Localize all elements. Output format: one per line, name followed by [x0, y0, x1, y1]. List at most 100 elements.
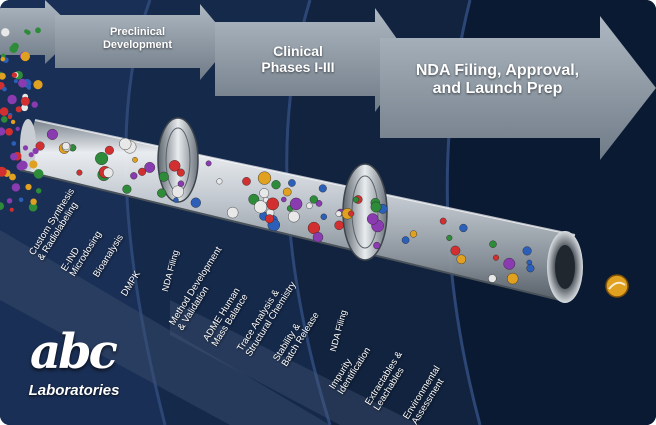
- molecule-ball: [61, 142, 71, 151]
- compound-ball: [1, 28, 10, 37]
- compound-ball: [11, 72, 18, 78]
- compound-ball: [33, 80, 43, 90]
- compound-ball: [5, 128, 13, 136]
- stage-label-nda: NDA Filing, Approval, and Launch Prep: [415, 62, 580, 98]
- molecule-ball: [257, 171, 272, 185]
- arrow-clinical: [215, 8, 412, 112]
- molecule-ball: [226, 206, 239, 219]
- molecule-ball: [306, 202, 313, 210]
- molecule-ball: [177, 180, 185, 187]
- compound-ball: [32, 147, 39, 155]
- molecule-ball: [254, 200, 268, 214]
- compound-ball: [33, 169, 44, 179]
- compound-ball: [0, 127, 6, 136]
- gold-capsule-icon: [605, 274, 629, 298]
- molecule-ball: [104, 145, 114, 155]
- compound-ball: [28, 152, 34, 158]
- compound-ball: [7, 94, 17, 105]
- stage-label-preclinical: Preclinical Development: [102, 26, 173, 51]
- molecule-ball: [446, 234, 453, 241]
- molecule-ball: [409, 230, 418, 238]
- molecule-ball: [158, 171, 169, 182]
- molecule-ball: [489, 240, 497, 248]
- compound-ball: [6, 198, 13, 204]
- molecule-ball: [288, 179, 296, 187]
- molecule-ball: [132, 156, 138, 163]
- compound-ball: [31, 101, 38, 108]
- molecule-ball: [259, 188, 270, 199]
- compound-ball: [21, 104, 28, 112]
- molecule-ball: [138, 167, 147, 176]
- molecule-ball: [320, 213, 327, 221]
- molecule-ball: [216, 178, 223, 185]
- molecule-ball: [367, 213, 379, 225]
- compound-ball: [18, 78, 27, 88]
- compound-ball: [13, 79, 18, 84]
- compound-ball: [28, 202, 38, 212]
- arrow-preclinical: [55, 4, 232, 80]
- compound-ball: [15, 106, 22, 113]
- molecule-ball: [334, 220, 344, 231]
- molecule-ball: [122, 184, 132, 194]
- compound-cloud: [0, 27, 44, 212]
- compound-ball: [9, 207, 14, 212]
- compound-ball: [35, 27, 41, 34]
- molecule-ball: [348, 210, 355, 217]
- molecule-ball: [168, 160, 181, 172]
- molecule-ball: [190, 197, 201, 208]
- compound-ball: [2, 86, 7, 92]
- logo-mark: abc: [30, 324, 118, 380]
- compound-ball: [0, 166, 7, 177]
- compound-ball: [9, 173, 16, 181]
- molecule-ball: [307, 221, 321, 235]
- molecule-ball: [503, 257, 516, 270]
- molecule-ball: [281, 196, 287, 203]
- molecule-ball: [46, 128, 58, 140]
- molecule-ball: [318, 184, 327, 193]
- molecule-ball: [248, 193, 260, 205]
- molecule-ball: [176, 168, 185, 177]
- compound-ball: [18, 160, 28, 170]
- molecule-ball: [526, 259, 533, 266]
- compound-ball: [9, 44, 18, 54]
- molecule-ball: [265, 214, 275, 224]
- compound-ball: [0, 107, 9, 116]
- molecule-ball: [456, 254, 467, 265]
- arrow-nda: [380, 16, 656, 160]
- molecule-ball: [309, 195, 318, 204]
- compound-ball: [7, 114, 13, 120]
- molecule-ball: [526, 264, 535, 273]
- molecule-ball: [289, 197, 303, 211]
- molecule-ball: [335, 210, 342, 217]
- logo-text: Laboratories: [28, 382, 120, 399]
- compound-ball: [20, 96, 30, 106]
- molecule-ball: [522, 246, 532, 256]
- molecule-ball: [103, 167, 114, 178]
- molecule-cluster: [35, 128, 535, 285]
- molecule-ball: [507, 272, 519, 285]
- compound-ball: [20, 51, 30, 62]
- compound-ball: [11, 183, 21, 192]
- stage-label-clinical: Clinical Phases I-III: [261, 43, 335, 76]
- molecule-ball: [271, 180, 281, 190]
- molecule-ball: [119, 137, 132, 151]
- molecule-ball: [401, 236, 410, 244]
- compound-ball: [1, 116, 8, 123]
- compound-ball: [25, 30, 31, 35]
- molecule-ball: [459, 223, 468, 233]
- molecule-ball: [315, 200, 323, 207]
- molecule-ball: [488, 274, 497, 283]
- compound-ball: [18, 197, 24, 203]
- compound-ball: [10, 153, 18, 161]
- company-logo: abc Laboratories: [14, 324, 134, 410]
- band-discovery: [0, 0, 165, 425]
- molecule-ball: [205, 160, 212, 167]
- compound-ball: [10, 119, 16, 125]
- molecule-ball: [173, 197, 179, 203]
- compound-ball: [11, 141, 17, 146]
- molecule-ball: [450, 245, 461, 256]
- molecule-ball: [144, 161, 156, 173]
- molecule-ball: [352, 196, 360, 203]
- compound-ball: [25, 183, 32, 191]
